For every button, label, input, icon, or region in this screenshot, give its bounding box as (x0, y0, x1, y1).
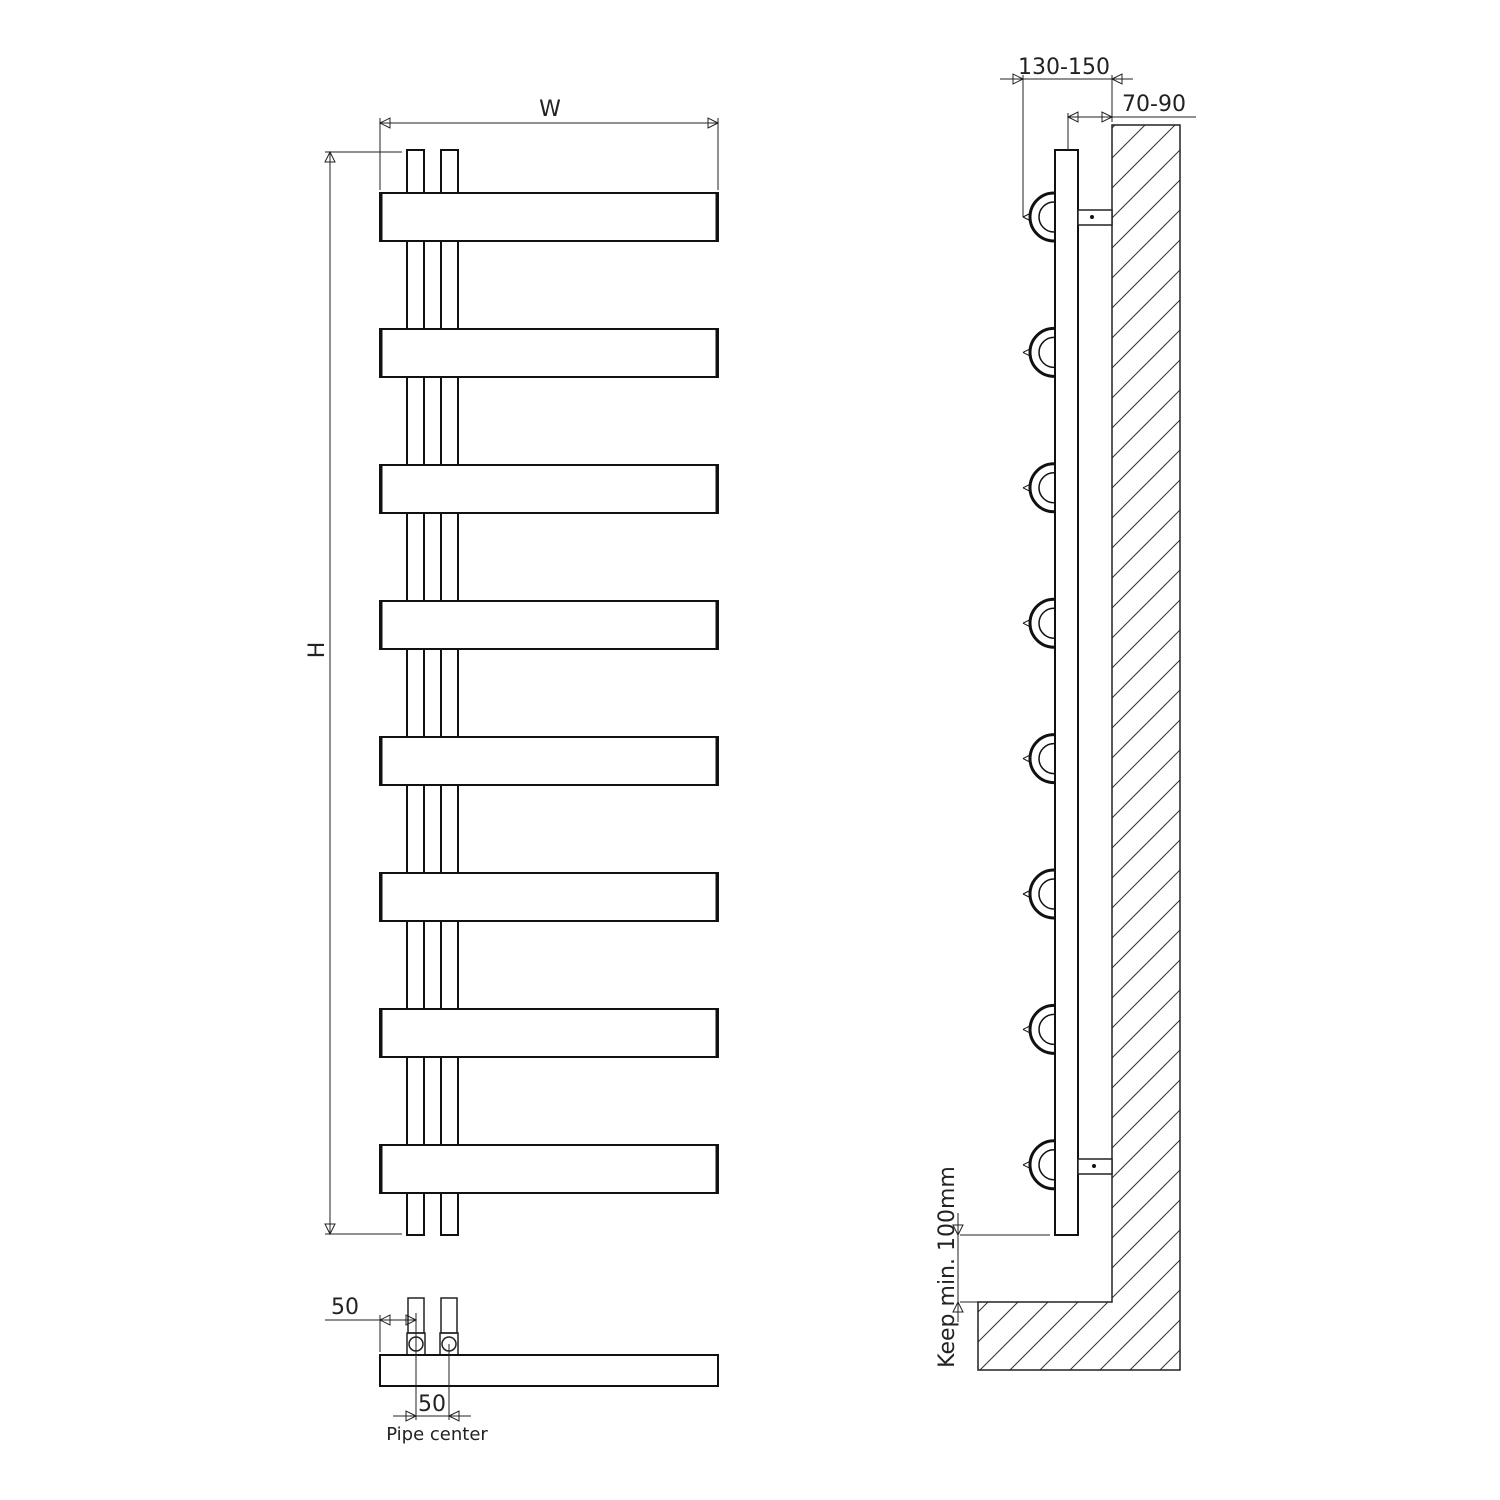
hatch-line (1111, 1199, 1181, 1269)
side-offset-label: 50 (331, 1295, 359, 1320)
hatch-line (1111, 989, 1181, 1059)
bar-profile-handle (1022, 326, 1055, 378)
bar-profile-handle (1022, 1139, 1055, 1191)
hatch-line (1111, 1079, 1181, 1149)
towel-bar (379, 872, 719, 922)
bar-profile-handle (1022, 191, 1055, 243)
hatch-line (1111, 1229, 1181, 1299)
hatch-line (1009, 1301, 1079, 1371)
wall-distance-label: 70-90 (1122, 92, 1186, 117)
bar-profile-handle (1022, 868, 1055, 920)
width-label: W (539, 97, 561, 122)
hatch-line (1111, 479, 1181, 549)
hatch-line (1111, 779, 1181, 849)
hatch-line (1111, 1049, 1181, 1119)
bottom-view: 50 50 Pipe center (325, 1295, 719, 1445)
hatch-line (1111, 1139, 1181, 1209)
hatch-line (1111, 569, 1181, 639)
hatch-line (1111, 419, 1181, 489)
towel-bar (379, 736, 719, 786)
hatch-line (1111, 269, 1181, 339)
left-pipe (406, 149, 425, 1236)
hatch-line (1111, 599, 1181, 669)
hatch-line (1111, 1109, 1181, 1179)
wall-outline (977, 124, 1181, 1371)
hatch-line (1111, 659, 1181, 729)
pipe-center-label: Pipe center (386, 1424, 488, 1445)
towel-bar (379, 464, 719, 514)
hatch-line (1111, 809, 1181, 879)
towel-bar (379, 600, 719, 650)
radiator-column (1054, 149, 1079, 1236)
hatch-line (1111, 929, 1181, 999)
pipe-stub-right (440, 1297, 458, 1334)
hatch-line (977, 1301, 989, 1313)
bar-profile-handle (1022, 733, 1055, 785)
bottom-bracket (1077, 1158, 1113, 1175)
hatch-line (1159, 1349, 1181, 1371)
wall-hatch (977, 124, 1181, 1371)
towel-bar (379, 328, 719, 378)
hatch-line (1111, 124, 1176, 189)
top-bracket (1077, 209, 1113, 226)
hatch-line (1111, 1259, 1181, 1329)
height-dimension: H (305, 150, 402, 1236)
towel-bar (379, 1008, 719, 1058)
handle-distance-label: 130-150 (1018, 55, 1110, 80)
height-label: H (305, 642, 330, 659)
width-dimension: W (378, 97, 720, 190)
hatch-line (1111, 689, 1181, 759)
bar-profile-handle (1022, 1003, 1055, 1055)
hatch-line (1099, 1357, 1113, 1371)
hatch-line (1111, 629, 1181, 699)
hatch-line (1111, 299, 1181, 369)
hatch-line (1111, 124, 1146, 159)
hatch-line (1111, 869, 1181, 939)
hatch-line (1111, 449, 1181, 519)
hatch-line (1111, 509, 1181, 579)
hatch-line (1111, 1019, 1181, 1089)
hatch-line (1129, 1319, 1181, 1371)
hatch-line (1111, 149, 1181, 219)
pipe-spacing-label: 50 (418, 1392, 446, 1417)
hatch-line (1111, 359, 1181, 429)
bar-profile-handle (1022, 597, 1055, 649)
towel-bar (379, 192, 719, 242)
hatch-line (1111, 539, 1181, 609)
right-pipe (440, 149, 459, 1236)
bar-profile-handle (1022, 462, 1055, 514)
hatch-line (1111, 959, 1181, 1029)
hatch-line (979, 1301, 1049, 1371)
floor-clearance-label: Keep min. 100mm (935, 1166, 960, 1368)
towel-bar (379, 1144, 719, 1194)
hatch-line (1111, 239, 1181, 309)
hatch-line (1111, 719, 1181, 789)
side-view: 130-150 70-90 Keep min. 100mm (935, 55, 1196, 1371)
hatch-line (1111, 749, 1181, 819)
front-view: W H (305, 97, 720, 1236)
hatch-line (1111, 1169, 1181, 1239)
hatch-line (977, 1301, 1019, 1343)
hatch-line (1069, 1327, 1113, 1371)
hatch-line (1111, 839, 1181, 909)
hatch-line (1111, 899, 1181, 969)
hatch-line (1111, 179, 1181, 249)
hatch-line (1111, 329, 1181, 399)
hatch-line (1111, 389, 1181, 459)
hatch-line (1039, 1301, 1109, 1371)
hatch-line (1111, 209, 1181, 279)
bottom-bar (379, 1354, 719, 1387)
hatch-line (1111, 1289, 1181, 1359)
